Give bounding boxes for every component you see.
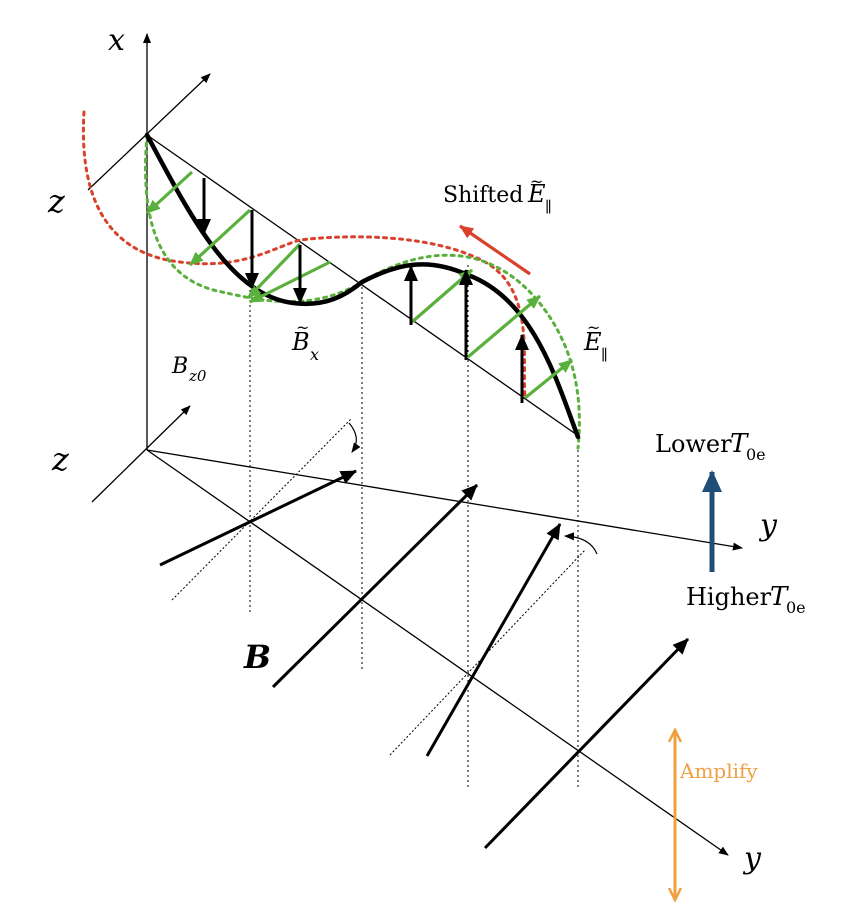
B-tilde-x-curve [144, 132, 581, 440]
svg-text:E: E [527, 180, 546, 208]
y-axis-mid-label: y [758, 508, 778, 543]
lower-T-label: Lower T 0e [655, 429, 766, 464]
z-axis-top-label: z [47, 182, 66, 220]
z-axis-top [87, 73, 211, 191]
amplify-label: Amplify [679, 759, 758, 783]
B-x-arrows [197, 178, 529, 403]
z-axis-bottom-label: z [51, 440, 70, 478]
svg-text:Lower: Lower [655, 430, 732, 458]
shift-arrow [459, 224, 531, 276]
svg-text:Higher: Higher [686, 583, 772, 611]
B-z0-label: B z0 [171, 354, 207, 385]
top-axes [87, 33, 581, 450]
x-axis-label: x [108, 23, 125, 58]
svg-text:~: ~ [587, 318, 600, 337]
B-vector-1 [159, 469, 357, 567]
y-axis-bottom-label: y [742, 841, 762, 876]
svg-text:B: B [171, 354, 188, 379]
svg-text:T: T [770, 582, 789, 612]
y-axis-mid [146, 449, 743, 551]
rotation-arc-left [348, 422, 361, 453]
svg-text:x: x [310, 345, 319, 364]
svg-text:~: ~ [296, 318, 309, 337]
rotation-arc-right [564, 532, 598, 555]
y-axis-diagonal [146, 449, 729, 856]
shifted-E-curve [81, 110, 527, 400]
svg-text:E: E [583, 328, 602, 356]
B-tilde-x-label: B ~ x [291, 318, 319, 364]
svg-text:∥: ∥ [545, 198, 552, 216]
svg-text:B: B [291, 328, 310, 356]
projection-lines [249, 265, 579, 790]
svg-text:T: T [730, 429, 749, 459]
higher-T-label: Higher T 0e [686, 582, 806, 617]
svg-text:0e: 0e [746, 445, 766, 464]
B-vector-2 [271, 483, 479, 689]
shifted-E-label: Shifted E ~ ∥ [443, 172, 552, 216]
svg-text:∥: ∥ [601, 346, 608, 364]
bottom-axes [91, 405, 743, 856]
y-axis-top [146, 134, 581, 438]
B-vector-3 [425, 523, 562, 757]
svg-text:Shifted: Shifted [443, 183, 523, 208]
E-parallel-label: E ~ ∥ [583, 318, 608, 364]
z-axis-bottom [91, 405, 191, 503]
svg-text:0e: 0e [786, 598, 806, 617]
svg-text:z0: z0 [188, 367, 207, 385]
B-vector-label: B [243, 638, 271, 676]
B-field-vectors [159, 469, 690, 850]
svg-text:~: ~ [530, 172, 543, 191]
B-vector-4 [483, 637, 690, 850]
